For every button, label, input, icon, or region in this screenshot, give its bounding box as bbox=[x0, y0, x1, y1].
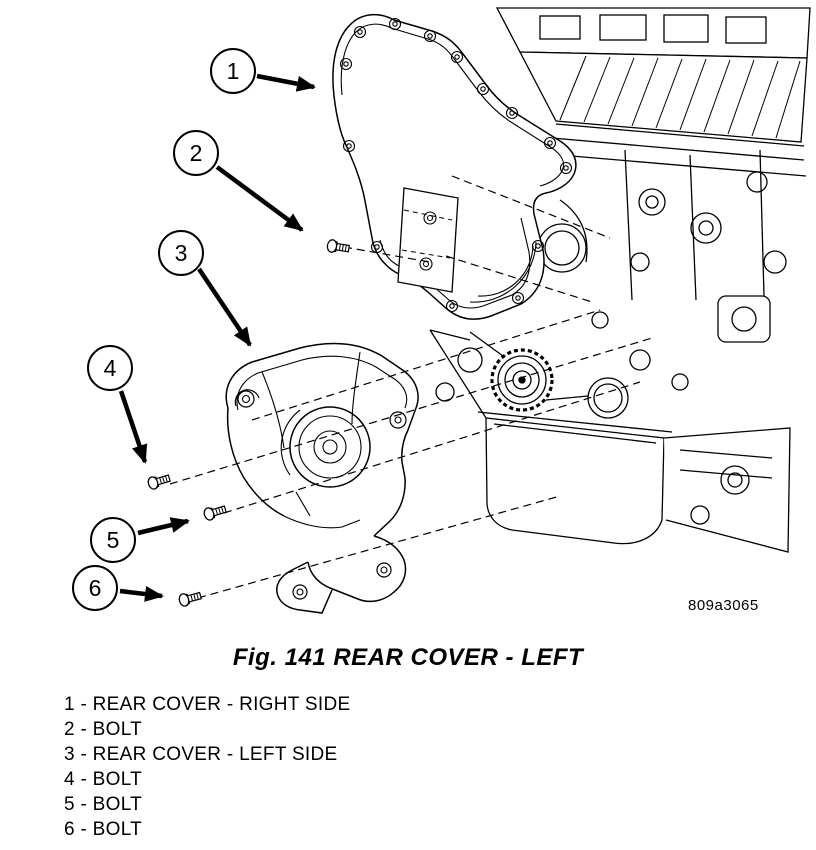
legend-item-4: 4 - BOLT bbox=[64, 769, 143, 790]
callout-number-1: 1 bbox=[226, 57, 240, 84]
callout-circle-6: 6 bbox=[72, 565, 118, 611]
callout-number-4: 4 bbox=[103, 354, 117, 381]
bolt-6-icon bbox=[177, 588, 203, 608]
bolt-5-icon bbox=[202, 502, 228, 522]
legend-item-3: 3 - REAR COVER - LEFT SIDE bbox=[64, 744, 338, 765]
callout-number-3: 3 bbox=[174, 239, 188, 266]
callout-circle-5: 5 bbox=[90, 517, 136, 563]
engine-block-drawing bbox=[429, 7, 811, 553]
callout-arrows bbox=[118, 73, 316, 602]
legend-item-1: 1 - REAR COVER - RIGHT SIDE bbox=[64, 694, 351, 715]
rear-cover-right-drawing bbox=[332, 14, 577, 320]
callout-number-6: 6 bbox=[88, 574, 102, 601]
callout-number-5: 5 bbox=[106, 526, 120, 553]
drawing-number: 809a3065 bbox=[688, 597, 759, 614]
callout-circle-1: 1 bbox=[210, 48, 256, 94]
callout-circle-3: 3 bbox=[158, 230, 204, 276]
callout-circle-4: 4 bbox=[87, 345, 133, 391]
legend-list: 1 - REAR COVER - RIGHT SIDE 2 - BOLT 3 -… bbox=[64, 692, 350, 842]
engine-rear-cover-diagram: 1 2 3 4 5 6 809a3065 bbox=[72, 7, 811, 614]
callout-number-2: 2 bbox=[189, 139, 203, 166]
figure-caption: Fig. 141 REAR COVER - LEFT bbox=[232, 644, 584, 671]
legend-item-6: 6 - BOLT bbox=[64, 819, 143, 840]
alignment-dashed-lines bbox=[169, 175, 653, 599]
bolt-4-icon bbox=[146, 471, 172, 491]
rear-cover-left-drawing bbox=[225, 342, 419, 614]
callout-circle-2: 2 bbox=[173, 130, 219, 176]
engine-line-art bbox=[118, 7, 811, 614]
legend-item-5: 5 - BOLT bbox=[64, 794, 143, 815]
bolt-2-icon bbox=[325, 238, 351, 256]
legend-item-2: 2 - BOLT bbox=[64, 719, 143, 740]
